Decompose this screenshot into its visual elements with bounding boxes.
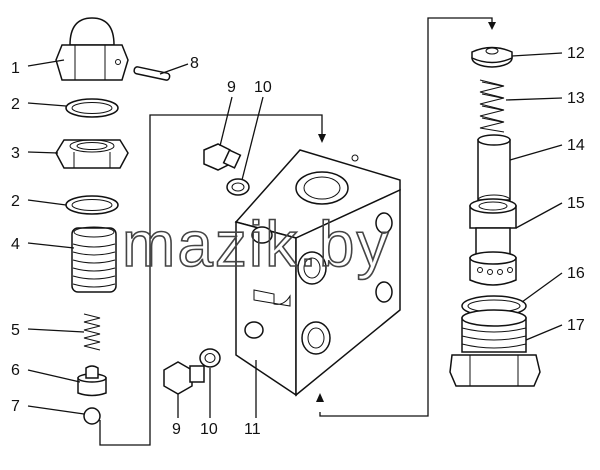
callout-3: 3 bbox=[11, 145, 20, 162]
callout-14: 14 bbox=[567, 137, 585, 154]
callout-2-lower: 2 bbox=[11, 193, 20, 210]
part-2-ring-lower bbox=[65, 195, 119, 215]
callout-7: 7 bbox=[11, 398, 20, 415]
part-11-valve-body bbox=[234, 149, 401, 397]
callout-10-lower: 10 bbox=[200, 421, 218, 438]
callout-11: 11 bbox=[244, 421, 261, 438]
callout-5: 5 bbox=[11, 322, 20, 339]
callout-10-upper: 10 bbox=[254, 79, 272, 96]
part-13-spring bbox=[479, 79, 505, 133]
callout-8: 8 bbox=[190, 55, 199, 72]
part-17-threaded-plug bbox=[449, 309, 541, 387]
part-3-hex-nut bbox=[55, 139, 129, 169]
callout-9-upper: 9 bbox=[227, 79, 236, 96]
watermark-text: mazik.by bbox=[122, 208, 391, 280]
part-9-bolt-upper bbox=[203, 143, 242, 171]
leader-lines bbox=[27, 52, 563, 418]
callout-15: 15 bbox=[567, 195, 585, 212]
part-7-ball bbox=[83, 407, 101, 425]
callout-6: 6 bbox=[11, 362, 20, 379]
callout-2-upper: 2 bbox=[11, 96, 20, 113]
callout-13: 13 bbox=[567, 90, 585, 107]
part-10-washer-upper bbox=[226, 178, 250, 196]
part-1-cap-nut bbox=[55, 17, 129, 81]
part-10-washer-lower bbox=[199, 348, 221, 368]
callout-1: 1 bbox=[11, 60, 20, 77]
part-12-spring-cap bbox=[471, 46, 513, 68]
part-8-pin bbox=[133, 66, 171, 81]
callout-4: 4 bbox=[11, 236, 20, 253]
callout-labels: 1 2 3 2 4 5 6 7 8 9 10 9 10 11 12 13 14 … bbox=[11, 45, 585, 438]
callout-12: 12 bbox=[567, 45, 585, 62]
part-6-plunger bbox=[77, 365, 107, 397]
part-9-bolt-lower bbox=[163, 361, 205, 395]
part-2-ring-upper bbox=[65, 98, 119, 118]
callout-9-lower: 9 bbox=[172, 421, 181, 438]
part-15-valve-seat bbox=[469, 198, 517, 286]
assembly-path-lines bbox=[99, 17, 496, 446]
part-14-piston bbox=[477, 134, 511, 206]
part-4-threaded-sleeve bbox=[71, 226, 117, 293]
part-5-spring bbox=[83, 313, 101, 351]
callout-17: 17 bbox=[567, 317, 585, 334]
callout-16: 16 bbox=[567, 265, 585, 282]
